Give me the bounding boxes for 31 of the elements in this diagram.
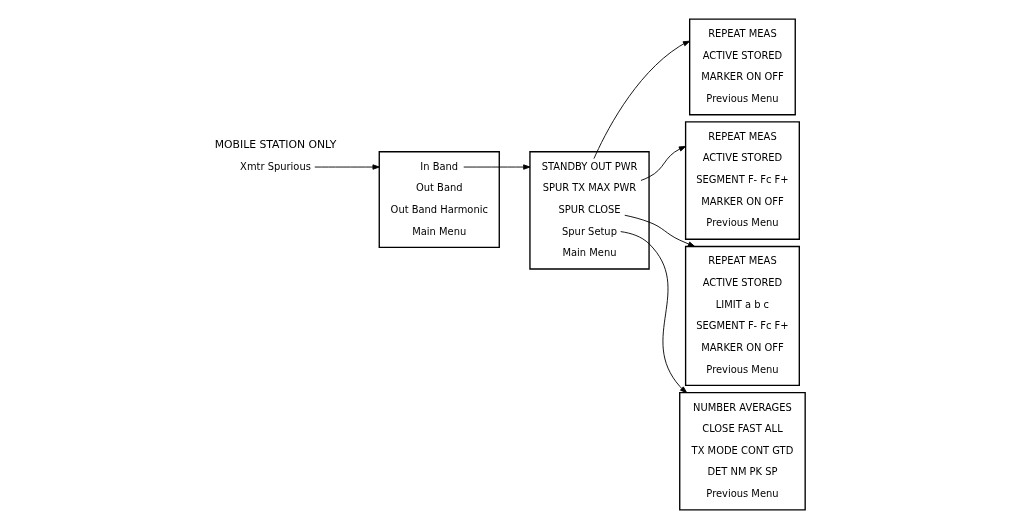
node-text: Main Menu bbox=[412, 225, 467, 237]
node-text: SPUR TX MAX PWR bbox=[542, 182, 637, 194]
node-text: Out Band bbox=[415, 182, 463, 194]
node-text: CLOSE FAST ALL bbox=[702, 423, 783, 435]
node-text: DET NM PK SP bbox=[707, 466, 778, 478]
node-text: MARKER ON OFF bbox=[701, 195, 784, 207]
node-text: Previous Menu bbox=[706, 488, 779, 500]
node-text: Xmtr Spurious bbox=[240, 160, 311, 172]
node-text: SEGMENT F- Fc F+ bbox=[696, 174, 789, 186]
node-text: In Band bbox=[420, 160, 459, 172]
node-text: ACTIVE STORED bbox=[702, 152, 783, 164]
node-text: MARKER ON OFF bbox=[701, 341, 784, 353]
node-text: REPEAT MEAS bbox=[708, 130, 777, 142]
node-text: NUMBER AVERAGES bbox=[693, 401, 792, 413]
node-text: REPEAT MEAS bbox=[708, 27, 777, 39]
node-text: TX MODE CONT GTD bbox=[691, 444, 794, 456]
node-text: REPEAT MEAS bbox=[708, 255, 777, 267]
node-text: Spur Setup bbox=[562, 225, 617, 237]
node-text: Out Band Harmonic bbox=[390, 203, 488, 215]
label: MOBILE STATION ONLY bbox=[214, 138, 337, 152]
node-text: STANDBY OUT PWR bbox=[541, 160, 638, 172]
node-text: SPUR CLOSE bbox=[558, 203, 621, 215]
node-text: MARKER ON OFF bbox=[701, 71, 784, 83]
node-text: ACTIVE STORED bbox=[702, 276, 783, 288]
node-text: ACTIVE STORED bbox=[702, 49, 783, 61]
node-text: Previous Menu bbox=[706, 92, 779, 104]
node-text: Main Menu bbox=[562, 247, 617, 259]
node-text: LIMIT a b c bbox=[715, 298, 770, 310]
node-text: SEGMENT F- Fc F+ bbox=[696, 320, 789, 332]
node-text: Previous Menu bbox=[706, 363, 779, 375]
node-text: Previous Menu bbox=[706, 217, 779, 229]
